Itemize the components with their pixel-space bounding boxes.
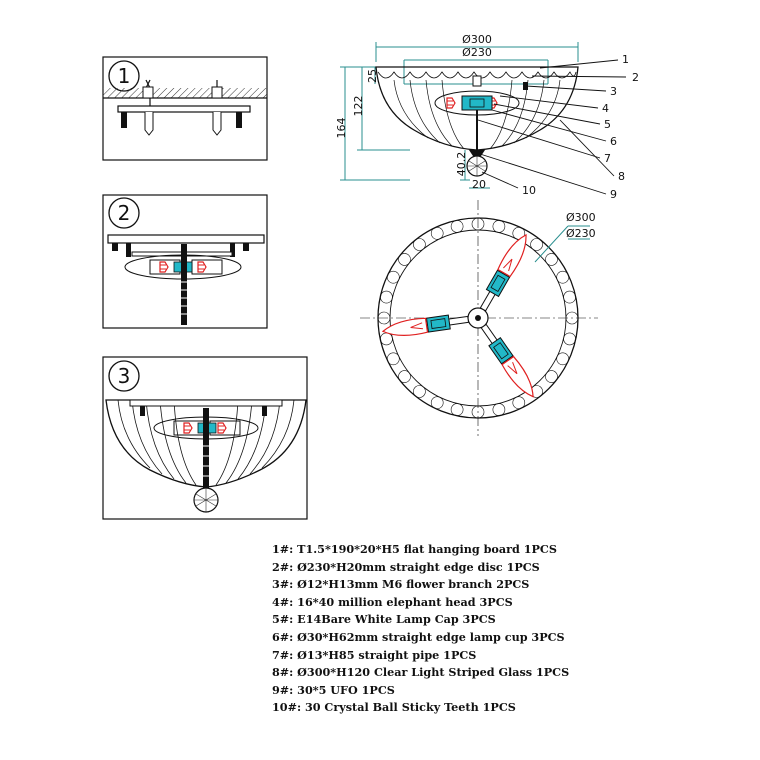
callout-8: 8 [618, 170, 625, 183]
screw-left [144, 112, 154, 136]
part-3: 3#: Ø12*H13mm M6 flower branch 2PCS [272, 577, 530, 592]
scallop [398, 253, 411, 266]
post-1 [121, 112, 127, 128]
part-1: 1#: T1.5*190*20*H5 flat hanging board 1P… [272, 542, 557, 556]
step-3-panel: 3 [102, 356, 308, 520]
callout-1: 1 [622, 53, 629, 66]
post-2 [236, 112, 242, 128]
ceiling-hatch [103, 88, 267, 98]
step-2-panel: 2 [102, 194, 268, 329]
callout-3: 3 [610, 85, 617, 98]
height-25-label: 25 [366, 69, 379, 83]
part-8: 8#: Ø300*H120 Clear Light Striped Glass … [272, 665, 570, 680]
mounting-plate [117, 105, 251, 113]
screw-right [212, 112, 222, 136]
step-3-number: 3 [118, 364, 131, 388]
scallop [386, 352, 400, 366]
scallop [563, 332, 576, 346]
side-inner-dia-label: Ø230 [462, 46, 492, 59]
anchor-left-body [142, 86, 154, 99]
side-outer-dia-label: Ø300 [462, 33, 492, 46]
scallop [386, 270, 400, 284]
scallop [563, 290, 576, 304]
callout-leaders [477, 59, 627, 195]
scallop [380, 290, 393, 304]
part-2: 2#: Ø230*H20mm straight edge disc 1PCS [272, 559, 540, 574]
scallop [556, 352, 570, 366]
scallop [450, 403, 464, 416]
height-40-2-label: 40.2 [455, 152, 468, 177]
callout-2: 2 [632, 71, 639, 84]
scallop [556, 270, 570, 284]
top-outer-dia-label: Ø300 [566, 211, 596, 224]
step2-plate [107, 234, 265, 244]
scallop [545, 253, 558, 266]
part-6: 6#: Ø30*H62mm straight edge lamp cup 3PC… [272, 629, 565, 644]
step-1-number: 1 [118, 64, 131, 88]
parts-list: 1#: T1.5*190*20*H5 flat hanging board 1P… [272, 541, 569, 717]
part-5: 5#: E14Bare White Lamp Cap 3PCS [272, 612, 496, 627]
part-4: 4#: 16*40 million elephant head 3PCS [272, 594, 513, 609]
top-inner-dia-label: Ø230 [566, 227, 596, 240]
anchor-right-body [211, 86, 223, 99]
scallop [430, 227, 444, 240]
callout-4: 4 [602, 102, 609, 115]
side-view: Ø300 Ø230 25 122 164 40.2 20 [335, 33, 639, 201]
scallop [512, 396, 526, 410]
step-1-frame [102, 56, 268, 161]
height-164-label: 164 [335, 118, 348, 139]
callout-7: 7 [604, 152, 611, 165]
scallop [450, 220, 464, 233]
step-3-badge [108, 360, 140, 392]
step-2-badge [108, 197, 140, 229]
part-7: 7#: Ø13*H85 straight pipe 1PCS [272, 647, 477, 662]
scallop [545, 370, 558, 383]
height-122-label: 122 [352, 96, 365, 117]
part-9: 9#: 30*5 UFO 1PCS [272, 682, 395, 697]
scallop [413, 385, 426, 398]
step-1-panel: 1 [102, 56, 268, 161]
callout-9: 9 [610, 188, 617, 201]
step2-pipe [181, 244, 187, 325]
step3-pipe [203, 408, 209, 488]
part-10: 10#: 30 Crystal Ball Sticky Teeth 1PCS [272, 700, 516, 715]
scallop [398, 370, 411, 383]
width-20-label: 20 [472, 178, 486, 191]
scallop [492, 220, 506, 233]
callout-6: 6 [610, 135, 617, 148]
callout-5: 5 [604, 118, 611, 131]
scallop [413, 238, 426, 251]
scallop [492, 403, 506, 416]
scallop [430, 396, 444, 410]
side-scallops [377, 71, 577, 79]
top-lamp-arms [381, 233, 534, 398]
top-view: Ø300 Ø230 [360, 200, 598, 436]
callout-10: 10 [522, 184, 536, 197]
scallop [530, 238, 543, 251]
step-2-frame [102, 194, 268, 329]
step-3-frame [102, 356, 308, 520]
step-2-number: 2 [118, 201, 131, 225]
scallop [380, 332, 393, 346]
